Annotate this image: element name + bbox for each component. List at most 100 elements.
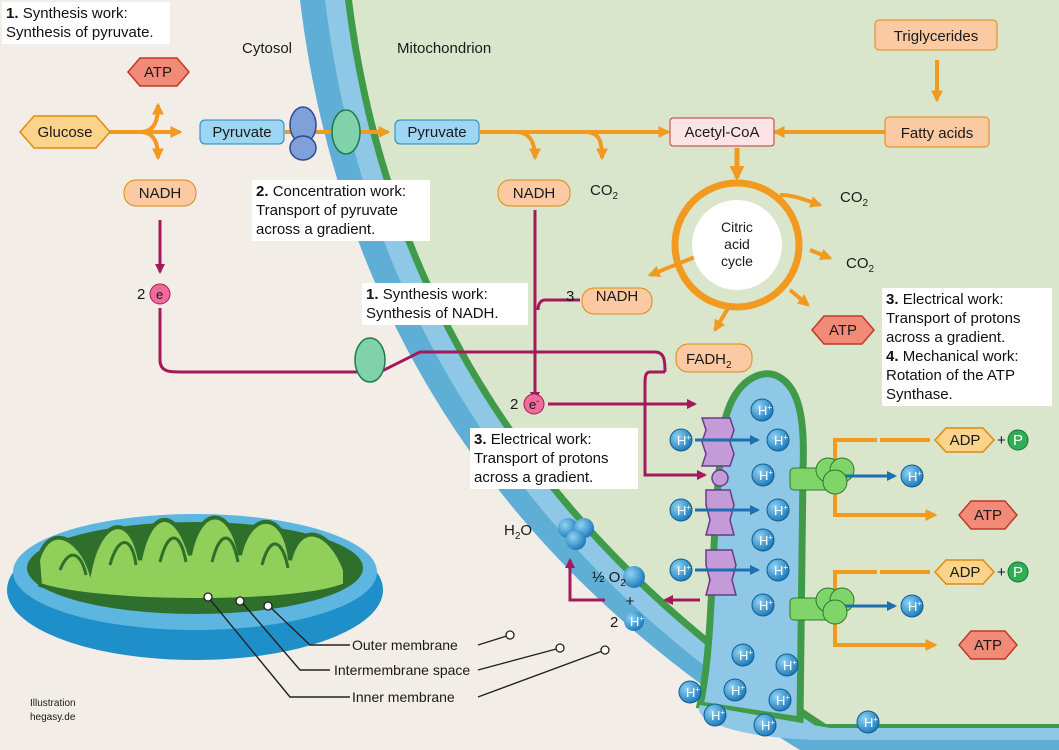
citric-cycle-line1: Citric <box>721 219 753 235</box>
box-line1: Transport of protons <box>474 450 609 467</box>
fadh2-label: FADH2 <box>686 351 732 371</box>
box-body: Synthesis of pyruvate. <box>6 24 154 41</box>
proton-12: H+ <box>900 594 924 618</box>
proton-circle <box>669 558 693 582</box>
proton-label: H+ <box>731 683 745 698</box>
box-title: Mechanical work: <box>902 348 1019 365</box>
box-line1: Transport of pyruvate <box>256 202 399 219</box>
proton-label: H+ <box>758 403 772 418</box>
proton-label: H+ <box>686 685 700 700</box>
triglycerides-label: Triglycerides <box>894 28 978 45</box>
box-number: 1. <box>6 5 19 22</box>
proton-label: H+ <box>908 469 922 484</box>
proton-label: H+ <box>759 533 773 548</box>
proton-circle <box>750 398 774 422</box>
box-line2: across a gradient. <box>256 221 376 238</box>
co2-label-3: CO2 <box>846 255 875 275</box>
pyruvate-label-matrix: Pyruvate <box>407 124 466 141</box>
proton-arrows <box>695 434 898 612</box>
pyruvate-transporter <box>289 106 361 161</box>
acetyl-coa-label: Acetyl-CoA <box>684 124 759 141</box>
electron-cytosol: e <box>156 287 163 302</box>
box-body: Synthesis of NADH. <box>366 305 499 322</box>
electron-carrier-protein <box>354 337 386 383</box>
outer-membrane-label: Outer membrane <box>352 637 458 653</box>
proton-circle <box>669 428 693 452</box>
proton-circle <box>766 428 790 452</box>
proton-oxygen-side: H+ <box>630 614 644 629</box>
leader-dots <box>203 592 610 655</box>
proton-label: H+ <box>774 433 788 448</box>
two-count-matrix: 2 <box>510 396 518 413</box>
proton-label: H+ <box>677 563 691 578</box>
box-title: Synthesis work: <box>22 5 128 22</box>
box-line2: across a gradient. <box>474 469 594 486</box>
label-shapes <box>19 19 1029 660</box>
proton-label: H+ <box>677 503 691 518</box>
two-count-cytosol: 2 <box>137 286 145 303</box>
co2-label-2: CO2 <box>840 189 869 209</box>
water-label: H2O <box>504 522 532 542</box>
proton-circle <box>753 713 777 737</box>
proton-3: H+ <box>766 428 790 452</box>
proton-circle <box>731 643 755 667</box>
atp-synthase-1 <box>789 457 855 495</box>
leader-lines <box>207 596 606 698</box>
citric-acid-cycle-ring <box>671 179 803 311</box>
electrical-mechanical-box-right: 3. Electrical work: Transport of protons… <box>882 288 1052 406</box>
proton-circle <box>703 703 727 727</box>
atp-label-cycle: ATP <box>829 322 857 339</box>
proton-circle <box>678 680 702 704</box>
box-line2: across a gradient. <box>886 329 1006 346</box>
proton-circle <box>768 688 792 712</box>
adp-label-1: ADP <box>950 432 981 449</box>
proton-circle <box>856 710 880 734</box>
box-number: 3. <box>886 291 899 308</box>
nadh-label-cytosol: NADH <box>139 185 182 202</box>
box-title: Electrical work: <box>490 431 592 448</box>
credit-line2: hegasy.de <box>30 712 76 723</box>
cytosol-label: Cytosol <box>242 40 292 57</box>
water-molecule <box>558 518 594 550</box>
citric-cycle-line3: cycle <box>721 253 753 269</box>
three-count: 3 <box>566 288 574 305</box>
box-line1: Rotation of the ATP <box>886 367 1015 384</box>
box-number: 1. <box>366 286 379 303</box>
citric-acid-cycle-center <box>692 200 782 290</box>
proton-label: H+ <box>759 468 773 483</box>
proton-7: H+ <box>751 528 775 552</box>
half-oxygen-label: ½ O2 <box>592 569 626 589</box>
two-count-protons: 2 <box>610 614 618 631</box>
proton-label: H+ <box>774 563 788 578</box>
box-number: 2. <box>256 183 269 200</box>
proton-circle <box>751 593 775 617</box>
proton-4: H+ <box>751 463 775 487</box>
proton-5: H+ <box>669 498 693 522</box>
fatty-acids-label: Fatty acids <box>901 125 974 142</box>
inner-membrane-label: Inner membrane <box>352 689 455 705</box>
phosphate-label-2: P <box>1013 564 1023 581</box>
proton-label: H+ <box>783 658 797 673</box>
citric-cycle-line2: acid <box>724 236 750 252</box>
concentration-work-box: 2. Concentration work: Transport of pyru… <box>252 180 430 241</box>
proton-20: H+ <box>856 710 880 734</box>
proton-label: H+ <box>759 598 773 613</box>
proton-11: H+ <box>900 464 924 488</box>
box-line2: Synthase. <box>886 386 953 403</box>
box-number: 3. <box>474 431 487 448</box>
box-title: Synthesis work: <box>382 286 488 303</box>
proton-label: H+ <box>677 433 691 448</box>
pyruvate-label-cytosol: Pyruvate <box>212 124 271 141</box>
proton-circle <box>900 464 924 488</box>
proton-9: H+ <box>766 558 790 582</box>
proton-circle <box>751 463 775 487</box>
proton-label: H+ <box>776 693 790 708</box>
box-title: Concentration work: <box>272 183 407 200</box>
proton-16: H+ <box>723 678 747 702</box>
proton-15: H+ <box>678 680 702 704</box>
mitochondrion-label: Mitochondrion <box>397 40 491 57</box>
co2-label-1: CO2 <box>590 182 619 202</box>
proton-label: H+ <box>774 503 788 518</box>
proton-label: H+ <box>864 715 878 730</box>
